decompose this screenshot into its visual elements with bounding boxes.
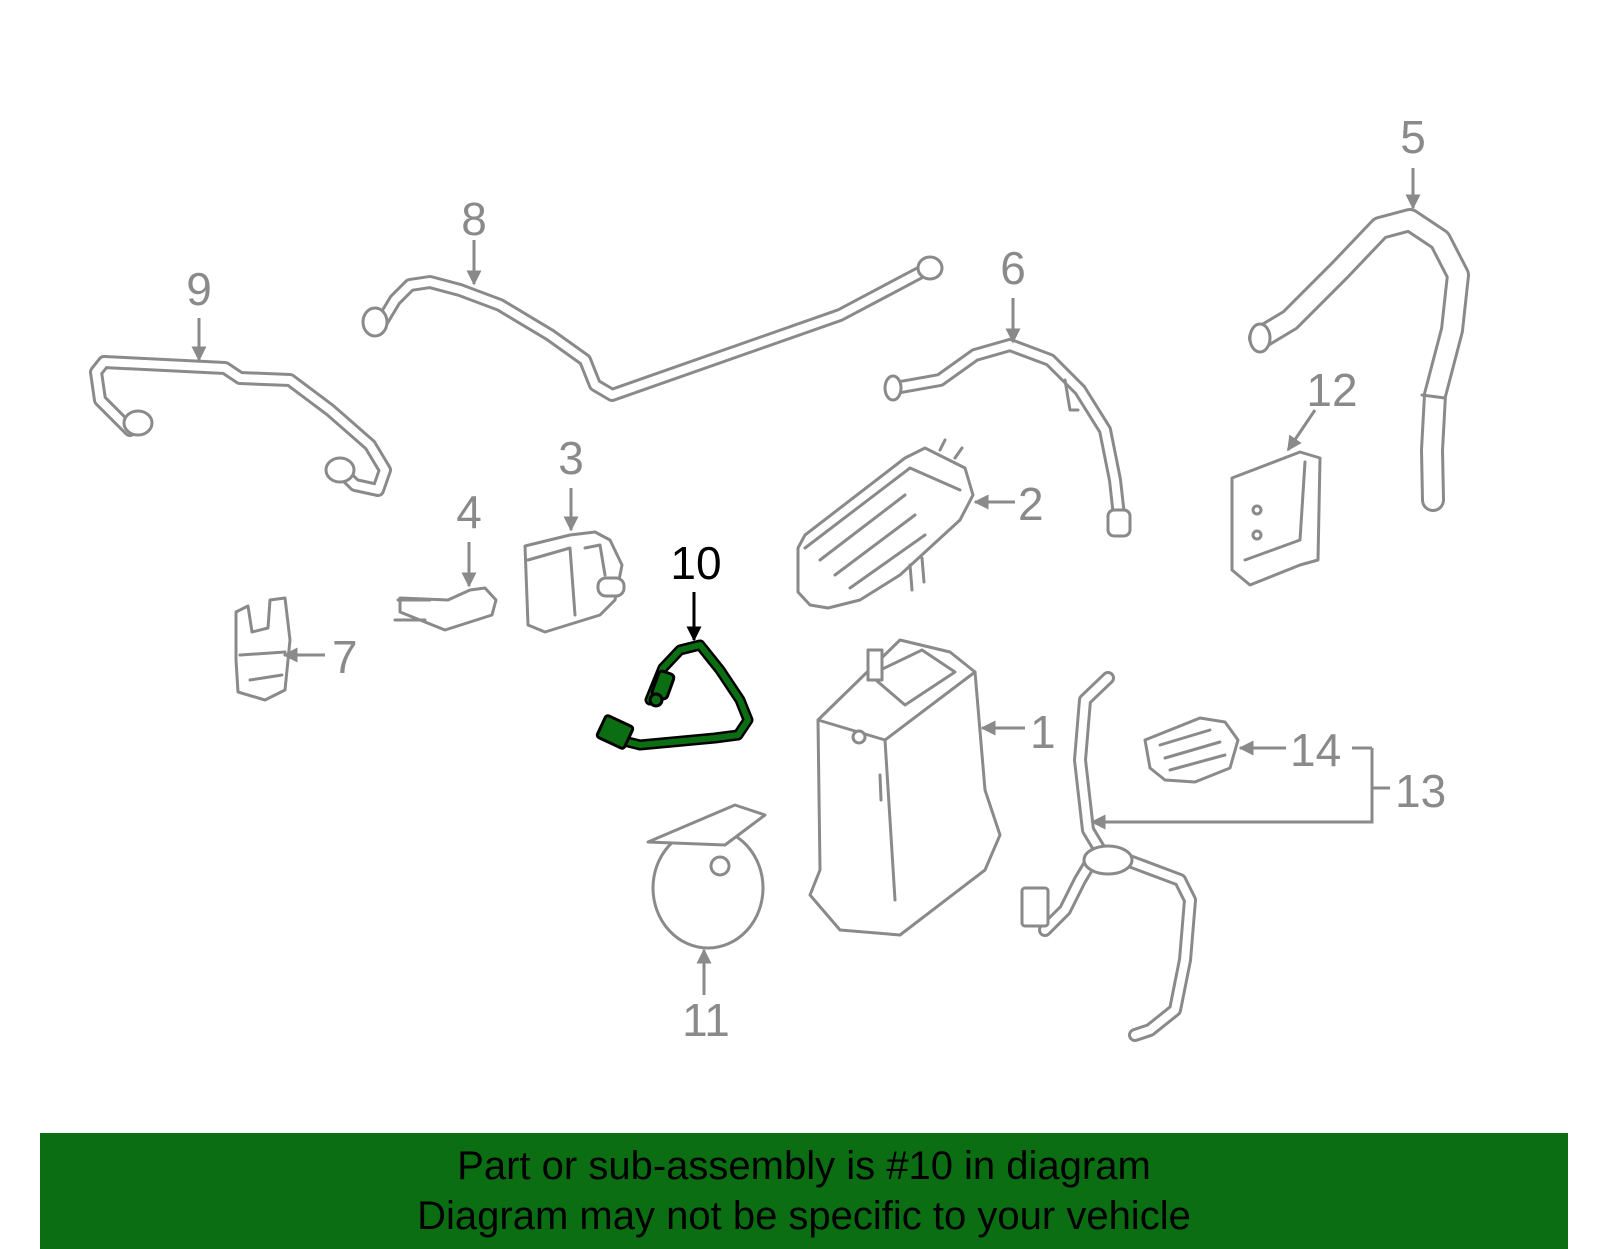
- part-7-connector: [234, 596, 292, 702]
- callout-13: 13: [1395, 765, 1446, 817]
- callout-12: 12: [1306, 364, 1357, 416]
- leader-12: [1286, 409, 1317, 452]
- part-12-bracket: [1230, 450, 1322, 587]
- part-10-sensor-harness: [595, 639, 754, 751]
- callout-7: 7: [332, 631, 358, 683]
- banner-line-2: Diagram may not be specific to your vehi…: [417, 1194, 1191, 1238]
- callout-14: 14: [1290, 724, 1341, 776]
- part-2-module: [796, 438, 975, 610]
- part-3-solenoid: [523, 530, 626, 634]
- callout-6: 6: [1000, 242, 1026, 294]
- callout-2: 2: [1018, 478, 1044, 530]
- info-banner: Part or sub-assembly is #10 in diagram D…: [40, 1133, 1568, 1249]
- part-9-hose: [89, 355, 392, 497]
- banner-line-1: Part or sub-assembly is #10 in diagram: [457, 1144, 1151, 1188]
- callout-9: 9: [186, 263, 212, 315]
- callout-3: 3: [558, 432, 584, 484]
- part-8-purge-line: [361, 255, 944, 402]
- leader-13-bracket: [1352, 746, 1390, 790]
- callout-8: 8: [461, 193, 487, 245]
- callout-11: 11: [682, 994, 730, 1046]
- callout-5: 5: [1400, 111, 1426, 163]
- callout-4: 4: [456, 486, 482, 538]
- part-1-canister: [808, 638, 1002, 937]
- part-4-clip: [393, 586, 498, 632]
- leader-13: [1090, 748, 1374, 830]
- part-13-harness: [1020, 671, 1197, 1042]
- part-6-hose: [883, 338, 1132, 538]
- callout-1: 1: [1030, 706, 1056, 758]
- part-14-connector: [1143, 716, 1240, 784]
- part-5-hose: [1248, 208, 1470, 512]
- callout-10: 10: [670, 537, 721, 589]
- part-11-horn: [646, 803, 767, 950]
